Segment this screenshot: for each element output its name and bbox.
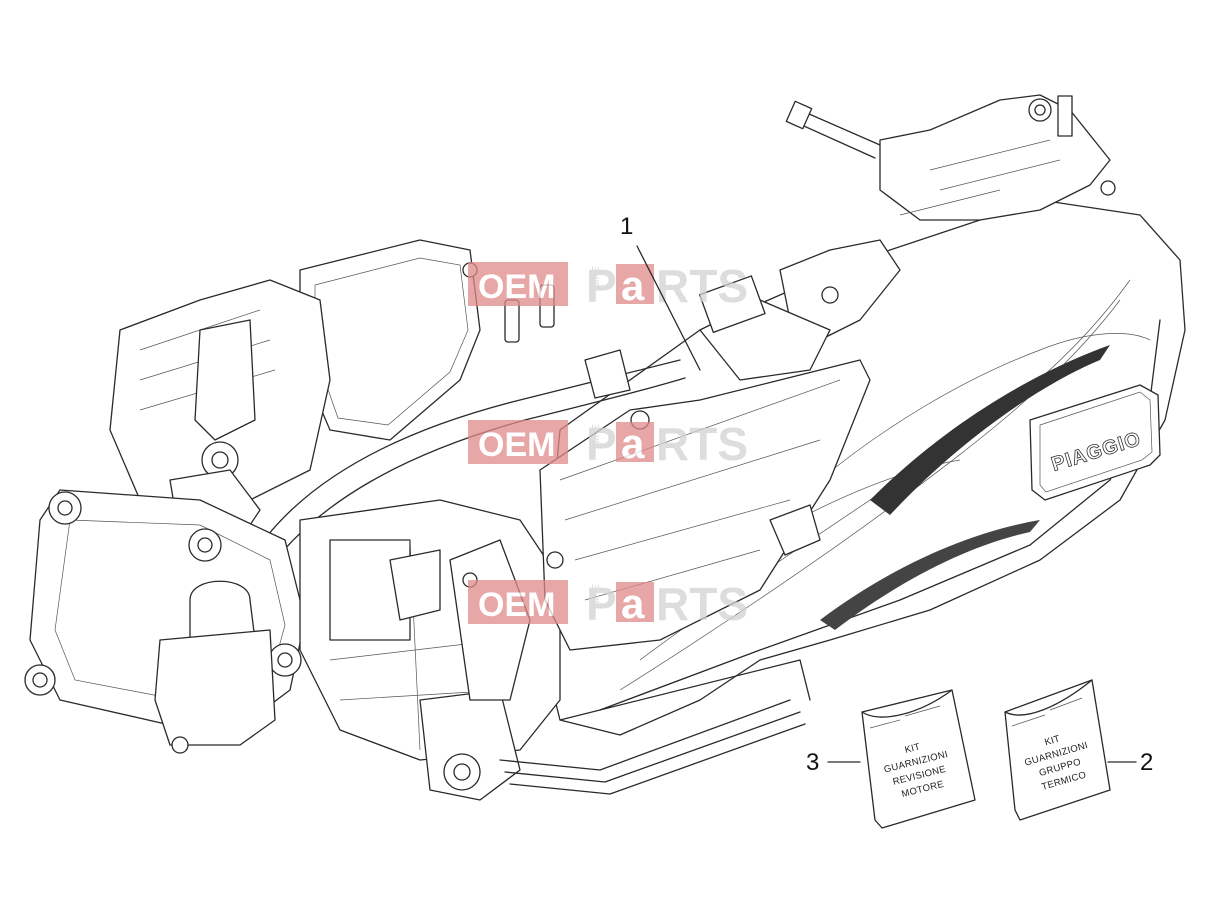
watermark-a-text: a [621, 580, 645, 627]
watermark-rts-text: RTS [656, 578, 748, 630]
watermark-a-text: a [621, 420, 645, 467]
bag-line-1: KIT [904, 741, 922, 755]
callout-number: 1 [620, 213, 633, 240]
watermark-p-text: P [586, 578, 617, 630]
watermark-oem-text: OEM [478, 426, 555, 464]
watermark-bike-text: BIKE [591, 266, 602, 289]
leader-line [636, 245, 701, 371]
callout-number: 3 [806, 749, 819, 776]
gasket-kit-bag-thermal-group[interactable]: KIT GUARNIZIONI GRUPPO TERMICO [1004, 679, 1111, 821]
watermark-rts-text: RTS [656, 418, 748, 470]
bolt [188, 528, 222, 562]
bolt [24, 664, 56, 696]
callout-3[interactable]: 3 [806, 749, 861, 776]
brand-plate: PIAGGIO [1029, 384, 1161, 501]
watermark-oem-text: OEM [478, 268, 555, 306]
watermark-rts-text: RTS [656, 260, 748, 312]
bag-line-1: KIT [1043, 733, 1061, 748]
watermark-p-text: P [586, 260, 617, 312]
watermark-p-text: P [586, 418, 617, 470]
watermark-a-text: a [621, 262, 645, 309]
watermark-oem-text: OEM [478, 586, 555, 624]
callout-number: 2 [1140, 749, 1153, 776]
bolt [48, 491, 82, 525]
bolt [268, 643, 302, 677]
watermark: OEM BIKE P a RTS OEM BIKE P a RTS OEM BI… [468, 260, 748, 630]
watermark-row: OEM BIKE P a RTS [468, 260, 748, 312]
watermark-bike-text: BIKE [591, 584, 602, 607]
gasket-kit-bag-engine-overhaul[interactable]: KIT GUARNIZIONI REVISIONE MOTORE [861, 689, 976, 829]
watermark-oem-badge [468, 262, 568, 306]
callout-2[interactable]: 2 [1107, 749, 1153, 776]
watermark-a-badge [616, 264, 654, 304]
watermark-bike-text: BIKE [591, 424, 602, 447]
watermark-row: OEM BIKE P a RTS [468, 578, 748, 630]
callout-1[interactable]: 1 [620, 213, 701, 371]
watermark-row: OEM BIKE P a RTS [468, 418, 748, 470]
